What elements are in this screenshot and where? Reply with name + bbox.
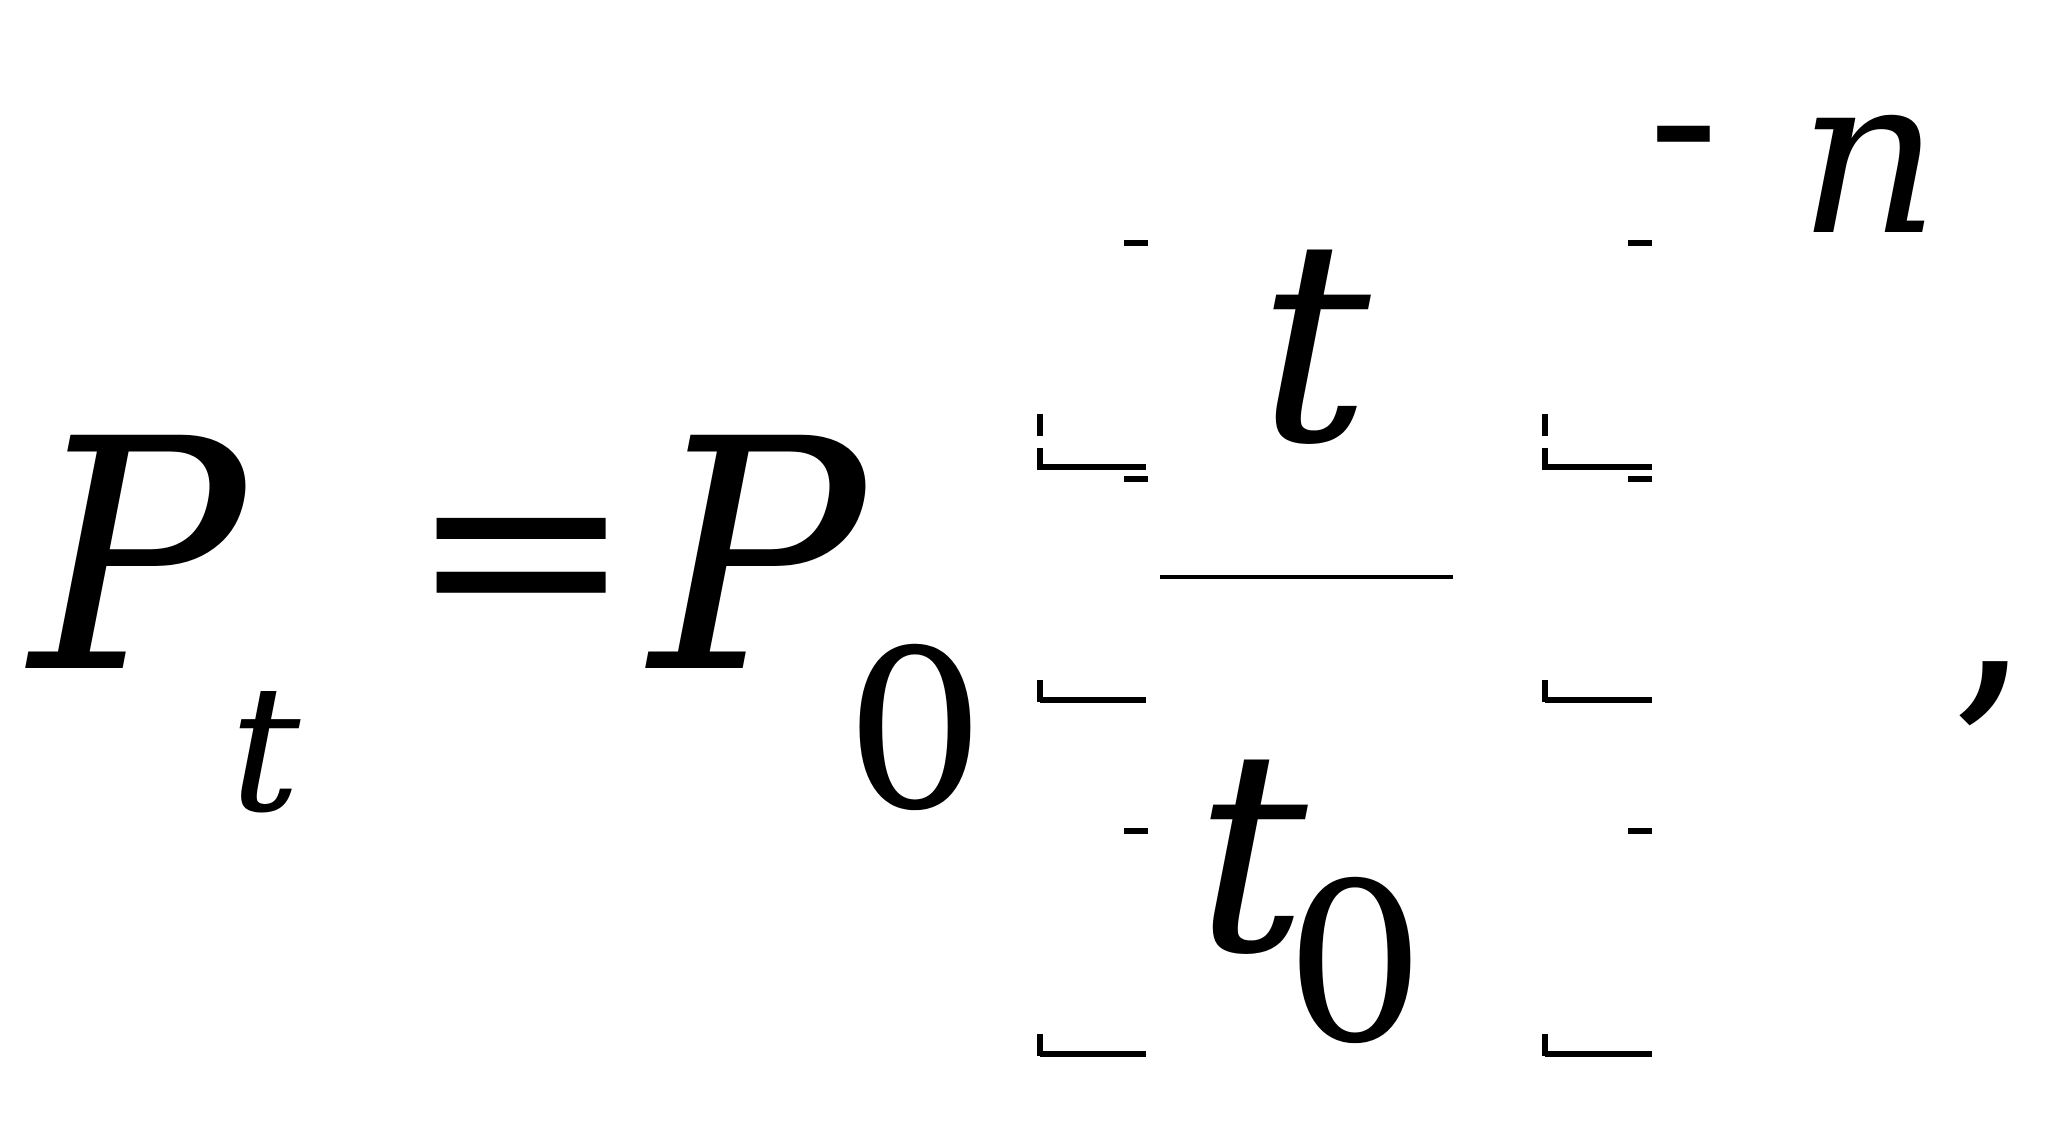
fraction-denominator-base: t xyxy=(1195,691,1309,1017)
exponent-sign: - xyxy=(1648,0,1719,240)
rhs-base-symbol: P xyxy=(645,372,870,744)
lhs-subscript-symbol: t xyxy=(230,649,301,852)
lhs-base-symbol: P xyxy=(25,372,250,744)
fraction-denominator-subscript: 0 xyxy=(1285,836,1425,1092)
rhs-subscript-symbol: 0 xyxy=(845,603,985,859)
left-bracket-fragments xyxy=(1037,240,1148,1057)
trailing-comma: , xyxy=(1950,450,2033,752)
equals-sign: = xyxy=(408,389,634,704)
exponent-variable: n xyxy=(1798,28,1940,284)
right-bracket-fragments xyxy=(1542,240,1652,1057)
fraction-numerator: t xyxy=(1258,181,1372,507)
